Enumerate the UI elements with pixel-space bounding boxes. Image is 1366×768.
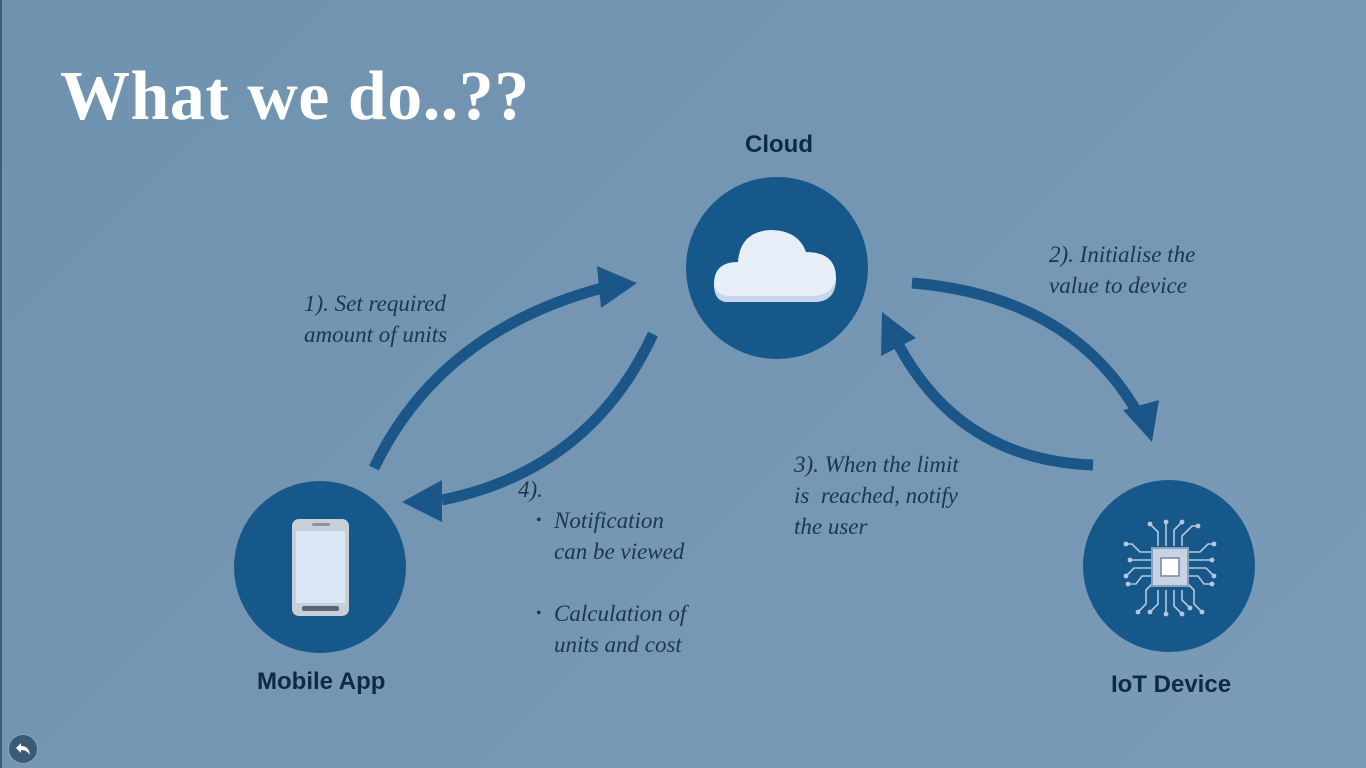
mobile-app-label: Mobile App [257, 668, 386, 695]
step2-line2: value to device [1049, 273, 1187, 298]
step1-line1: 1). Set required [304, 291, 447, 316]
step1-text: 1). Set required amount of units [304, 288, 447, 350]
arrow-cloud-to-mobile [402, 331, 658, 522]
step1-line2: amount of units [304, 322, 448, 347]
left-edge-line [0, 0, 2, 768]
cloud-icon [714, 230, 836, 302]
step4-bullets: Notification can be viewed Calculation o… [536, 505, 686, 691]
iot-device-label: IoT Device [1111, 671, 1232, 698]
step4-bullet-notification: Notification can be viewed [536, 505, 686, 567]
arrow-mobile-to-cloud [369, 266, 637, 471]
iot-node [1083, 480, 1255, 652]
step3-line3: the user [794, 514, 868, 539]
mobile-node [234, 481, 406, 653]
smartphone-icon [292, 519, 349, 616]
step4-bullet-calculation: Calculation of units and cost [536, 598, 686, 660]
step3-text: 3). When the limit is reached, notify th… [794, 449, 959, 542]
back-arrow-icon [16, 743, 30, 755]
microchip-icon [1123, 519, 1217, 617]
step2-line1: 2). Initialise the [1049, 242, 1196, 267]
back-button[interactable] [8, 734, 38, 764]
step3-line1: 3). When the limit [794, 452, 959, 477]
step3-line2: is reached, notify [794, 483, 958, 508]
cloud-node [686, 177, 868, 359]
arrow-iot-to-cloud [881, 312, 1094, 471]
step2-text: 2). Initialise the value to device [1049, 239, 1195, 301]
arrow-cloud-to-iot [911, 277, 1159, 442]
slide-title: What we do..?? [60, 58, 530, 135]
cloud-label: Cloud [745, 131, 813, 158]
step4-label: 4). [518, 477, 543, 502]
